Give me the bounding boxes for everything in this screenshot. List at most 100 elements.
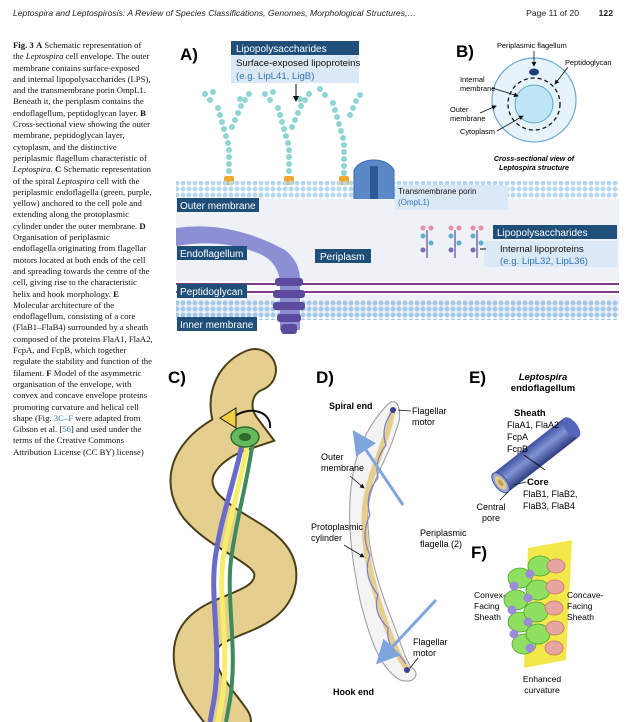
cap-a-label: A — [35, 40, 43, 50]
b-periplasmic-flagellum: Periplasmic flagellum — [497, 41, 567, 50]
running-title: Leptospira and Leptospirosis: A Review o… — [13, 8, 416, 18]
cap-f-text-3: ] and used under the terms of the Creati… — [13, 424, 144, 457]
cap-b-label: B — [140, 107, 146, 118]
cap-f-text-2: were adapted from Gibson et al. [ — [13, 412, 141, 435]
d-motor-bot-2: motor — [413, 648, 436, 658]
label-endoflagellum: Endoflagellum — [180, 249, 243, 260]
d-spiral-end: Spiral end — [329, 401, 373, 411]
cross-section-flagellum — [529, 68, 539, 76]
page-number: 122 — [598, 8, 613, 18]
f-concave-2: Facing — [567, 601, 593, 611]
d-outer-2: membrane — [321, 463, 364, 473]
panel-b-letter: B) — [456, 42, 474, 61]
e-core: Core — [527, 477, 549, 488]
cap-f-text-1: Model of the asymmetric organisation of … — [13, 367, 148, 423]
page-label: Page 11 of 20 — [526, 8, 579, 18]
cap-f-label: F — [46, 367, 52, 378]
b-outer-membrane-2: membrane — [450, 114, 485, 123]
internal-lipoproteins — [420, 225, 484, 258]
e-pore-2: pore — [482, 513, 500, 523]
f-convex-3: Sheath — [474, 612, 501, 622]
e-title-2: endoflagellum — [511, 383, 575, 394]
b-peptidoglycan: Peptidoglycan — [565, 58, 611, 67]
motor-bottom — [404, 667, 410, 673]
panel-b: B) Periplasmic flagellum Peptidoglycan I… — [450, 41, 611, 172]
label-peptidoglycan: Peptidoglycan — [180, 287, 243, 298]
cap-a-genus: Leptospira — [25, 51, 64, 62]
f-convex-2: Facing — [474, 601, 500, 611]
cap-b-text-2: . — [50, 164, 53, 175]
flagella-green — [224, 439, 255, 722]
cap-c-label: C — [55, 164, 62, 175]
lps-chains — [202, 86, 363, 176]
f-enh-2: curvature — [524, 685, 560, 695]
d-proto-2: cylinder — [311, 533, 342, 543]
f-enh-1: Enhanced — [523, 674, 562, 684]
e-core-1: FlaB1, FlaB2, — [523, 489, 578, 499]
panel-a: A) — [176, 41, 619, 334]
flagella-purple — [207, 439, 246, 722]
b-title-2: Leptospira structure — [499, 163, 569, 172]
flagellar-motor — [273, 278, 305, 334]
label-porin: Transmembrane porin — [398, 187, 476, 196]
label-internal-lipo: Internal lipoproteins — [500, 244, 584, 255]
label-surface-lipo-eg: (e.g. LipL41, LigB) — [236, 71, 314, 82]
e-sheath-3: FcpB — [507, 444, 528, 454]
label-lps-top: Lipopolysaccharides — [236, 44, 327, 55]
cap-c-text-2: cell with the periplasmic endoflagella (… — [13, 175, 152, 231]
cap-d-label: D — [139, 220, 146, 231]
figure-caption: Fig. 3 A Schematic representation of the… — [13, 40, 153, 458]
cap-b-text-1: Cross-sectional view showing the outer m… — [13, 119, 151, 163]
d-peri-2: flagella (2) — [420, 539, 462, 549]
panel-e-letter: E) — [469, 368, 486, 387]
e-sheath-2: FcpA — [507, 432, 528, 442]
d-motor-top-2: motor — [412, 417, 435, 427]
cap-c-genus: Leptospira — [56, 175, 95, 186]
label-lps-right: Lipopolysaccharides — [497, 228, 588, 239]
d-hook-end: Hook end — [333, 687, 374, 697]
f-concave-units — [544, 558, 566, 656]
panel-d: D) Spiral end Hook end Flagellar motor O… — [311, 368, 467, 697]
d-motor-bot-1: Flagellar — [413, 637, 448, 647]
b-cytoplasm: Cytoplasm — [460, 127, 495, 136]
f-concave-1: Concave- — [567, 590, 604, 600]
cap-f-citation[interactable]: 56 — [62, 424, 71, 435]
e-pore-1: Central — [476, 502, 505, 512]
label-inner-membrane: Inner membrane — [180, 320, 254, 331]
b-title-1: Cross-sectional view of — [494, 154, 575, 163]
e-sheath-1: FlaA1, FlaA2 — [507, 420, 559, 430]
d-motor-top-1: Flagellar — [412, 406, 447, 416]
panel-d-letter: D) — [316, 368, 334, 387]
cap-d-text: Organisation of periplasmic endoflagella… — [13, 232, 150, 299]
b-internal-membrane-2: membrane — [460, 84, 495, 93]
cap-e-label: E — [113, 288, 119, 299]
panel-a-letter: A) — [180, 45, 198, 64]
flagella-yellow — [215, 439, 251, 722]
f-purple-units — [507, 569, 535, 653]
endoflagellum-shape — [176, 226, 300, 330]
panel-f-letter: F) — [471, 543, 487, 562]
running-header: Leptospira and Leptospirosis: A Review o… — [13, 8, 613, 22]
cross-section-peptidoglycan — [507, 77, 561, 131]
b-outer-membrane-1: Outer — [450, 105, 469, 114]
d-proto-1: Protoplasmic — [311, 522, 364, 532]
panel-e: E) Leptospira endoflagellum Sheath FlaA1… — [469, 368, 581, 523]
cap-f-figref[interactable]: 3C–F — [53, 412, 74, 423]
cap-c-text-1: Schematic representation of the spiral — [13, 164, 152, 186]
d-peri-1: Periplasmic — [420, 528, 467, 538]
panel-f: F) Convex- Facing Sheath Concave- Facin — [471, 540, 604, 695]
f-concave-3: Sheath — [567, 612, 594, 622]
d-flagellum — [364, 411, 407, 665]
cap-a-text-2: cell envelope. The outer membrane contai… — [13, 51, 151, 118]
label-periplasm: Periplasm — [320, 252, 364, 263]
cap-e-text: Molecular architecture of the endoflagel… — [13, 299, 153, 378]
label-surface-lipo: Surface-exposed lipoproteins — [236, 58, 360, 69]
fig-number: Fig. 3 — [13, 40, 34, 50]
motor-top — [390, 407, 396, 413]
e-core-2: FlaB3, FlaB4 — [523, 501, 575, 511]
e-sheath: Sheath — [514, 408, 546, 419]
label-internal-lipo-eg: (e.g. LipL32, LipL36) — [500, 256, 588, 267]
cap-a-text-1: Schematic representation of the — [13, 40, 142, 62]
cap-b-genus: Leptospira — [13, 164, 51, 175]
